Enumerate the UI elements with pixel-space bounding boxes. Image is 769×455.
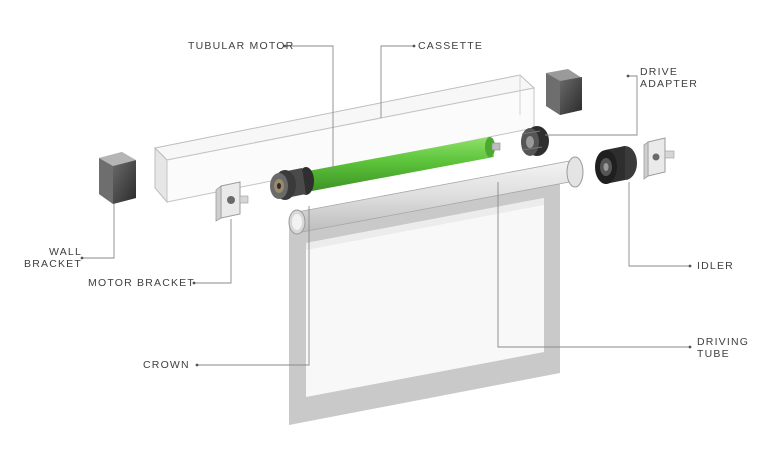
fabric-panel xyxy=(289,176,560,425)
label-idler: IDLER xyxy=(697,260,734,272)
leader-motor-bracket xyxy=(194,219,232,284)
leader-wall-bracket xyxy=(82,204,115,259)
leader-crown xyxy=(197,206,310,366)
drive-adapter xyxy=(521,126,549,156)
label-wall-bracket: WALL BRACKET xyxy=(24,246,82,270)
drive-adapter-cap xyxy=(546,69,582,115)
label-driving-tube: DRIVING TUBE xyxy=(697,336,749,360)
leader-dots xyxy=(80,44,692,367)
idler xyxy=(595,146,637,184)
driving-tube xyxy=(288,156,584,235)
leader-cassette xyxy=(380,45,414,118)
label-drive-adapter: DRIVE ADAPTER xyxy=(640,66,698,90)
idler-bracket xyxy=(643,137,675,180)
motor-bracket xyxy=(215,181,249,222)
label-cassette: CASSETTE xyxy=(418,40,484,52)
leader-driving-tube xyxy=(497,182,690,348)
label-tubular-motor: TUBULAR MOTOR xyxy=(188,40,295,52)
leader-tubular-motor xyxy=(285,45,334,172)
label-crown: CROWN xyxy=(143,359,190,371)
leader-idler xyxy=(628,182,690,267)
label-driving-tube-line2: TUBE xyxy=(697,348,730,360)
label-motor-bracket: MOTOR BRACKET xyxy=(88,277,195,289)
label-driving-tube-line1: DRIVING xyxy=(697,336,750,348)
label-drive-adapter-line2: ADAPTER xyxy=(640,78,698,90)
tubular-motor xyxy=(270,137,501,200)
label-wall-bracket-line2: BRACKET xyxy=(24,258,82,270)
leader-drive-adapter xyxy=(545,75,638,136)
leader-lines xyxy=(82,45,690,366)
wall-bracket xyxy=(99,152,136,204)
label-drive-adapter-line1: DRIVE xyxy=(640,66,679,78)
label-wall-bracket-line1: WALL xyxy=(48,246,82,258)
